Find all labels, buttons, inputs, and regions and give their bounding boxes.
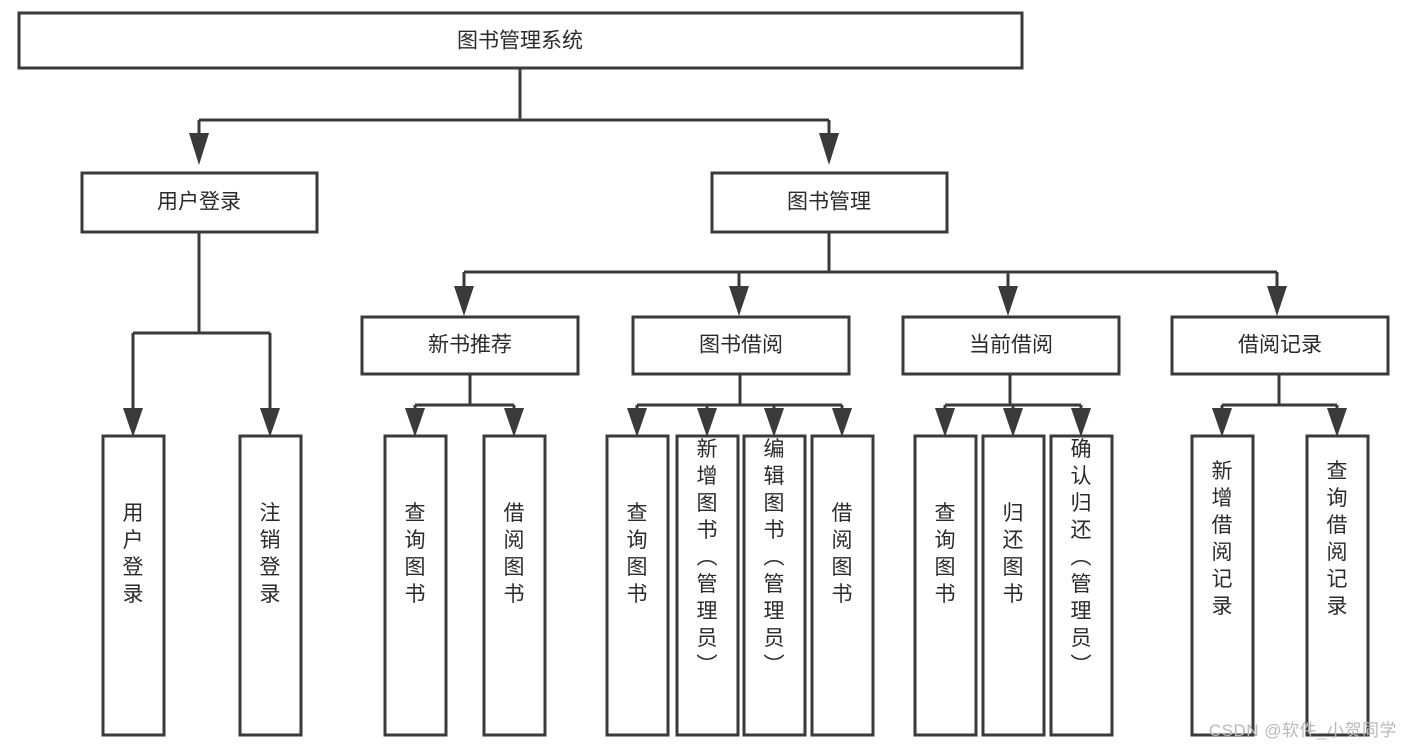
node-current-borrow-label: 当前借阅 <box>969 334 1053 357</box>
leaf-query-book-3-label: 查询图书 <box>935 502 956 606</box>
node-new-book-recommend[interactable]: 新书推荐 <box>360 315 580 376</box>
leaf-return-book[interactable]: 归还图书 <box>981 434 1046 737</box>
leaf-add-record[interactable]: 新增借阅记录 <box>1190 434 1255 737</box>
leaf-edit-book-label: 编辑图书︵管理员︶ <box>764 438 785 677</box>
leaf-user-logout-box[interactable] <box>238 434 303 737</box>
leaf-query-book-1[interactable]: 查询图书 <box>383 434 448 737</box>
leaf-query-book-1-box[interactable] <box>383 434 448 737</box>
arrowhead-book-borrow <box>729 286 749 316</box>
node-book-borrow-box[interactable] <box>631 315 851 376</box>
arrowhead-leaf-user-login <box>123 408 143 437</box>
leaf-borrow-book-2-box[interactable] <box>810 434 875 737</box>
node-current-borrow-box[interactable] <box>901 315 1121 376</box>
node-new-book-recommend-box[interactable] <box>360 315 580 376</box>
node-user-login-box[interactable] <box>80 171 319 234</box>
arrowhead-leaf-confirm-return <box>1071 408 1091 437</box>
leaf-query-book-2[interactable]: 查询图书 <box>605 434 670 737</box>
leaf-borrow-book-2-label: 借阅图书 <box>832 502 853 606</box>
arrowhead-leaf-edit-book <box>764 408 784 437</box>
arrowhead-book-manage <box>819 133 839 165</box>
leaf-borrow-book-2[interactable]: 借阅图书 <box>810 434 875 737</box>
node-current-borrow[interactable]: 当前借阅 <box>901 315 1121 376</box>
arrowhead-leaf-user-logout <box>260 408 280 437</box>
leaf-confirm-return-box[interactable] <box>1049 434 1114 737</box>
leaf-query-record-label: 查询借阅记录 <box>1327 460 1348 618</box>
arrowhead-leaf-borrow-book-1 <box>504 408 524 437</box>
node-borrow-record-label: 借阅记录 <box>1238 334 1322 357</box>
arrowhead-user-login <box>189 133 209 165</box>
node-root-box[interactable] <box>17 11 1024 70</box>
node-root-label: 图书管理系统 <box>457 30 583 53</box>
leaf-user-logout[interactable]: 注销登录 <box>238 434 303 737</box>
arrowhead-leaf-return-book <box>1003 408 1023 437</box>
arrowhead-leaf-query-book-1 <box>405 408 425 437</box>
leaf-add-book[interactable]: 新增图书︵管理员︶ <box>675 434 740 737</box>
leaf-return-book-label: 归还图书 <box>1003 502 1024 606</box>
arrowhead-new-book-recommend <box>454 286 474 316</box>
arrowhead-borrow-record <box>1267 286 1287 316</box>
leaf-add-book-label: 新增图书︵管理员︶ <box>697 438 718 677</box>
leaf-user-login-box[interactable] <box>101 434 166 737</box>
node-root[interactable]: 图书管理系统 <box>17 11 1024 70</box>
arrowheads-group <box>123 133 1347 437</box>
leaf-add-book-box[interactable] <box>675 434 740 737</box>
leaf-query-book-3[interactable]: 查询图书 <box>913 434 978 737</box>
leaf-borrow-book-1[interactable]: 借阅图书 <box>482 434 547 737</box>
leaf-edit-book[interactable]: 编辑图书︵管理员︶ <box>742 434 807 737</box>
leaf-query-book-2-label: 查询图书 <box>627 502 648 606</box>
arrowhead-leaf-query-book-2 <box>627 408 647 437</box>
leaf-query-book-3-box[interactable] <box>913 434 978 737</box>
node-book-manage-box[interactable] <box>710 171 949 234</box>
node-book-manage[interactable]: 图书管理 <box>710 171 949 234</box>
leaf-borrow-book-1-box[interactable] <box>482 434 547 737</box>
node-book-borrow-label: 图书借阅 <box>699 334 783 357</box>
leaf-return-book-box[interactable] <box>981 434 1046 737</box>
arrowhead-leaf-add-book <box>697 408 717 437</box>
leaf-user-login[interactable]: 用户登录 <box>101 434 166 737</box>
node-borrow-record-box[interactable] <box>1170 315 1390 376</box>
leaf-edit-book-box[interactable] <box>742 434 807 737</box>
node-book-manage-label: 图书管理 <box>787 191 871 214</box>
node-borrow-record[interactable]: 借阅记录 <box>1170 315 1390 376</box>
node-new-book-recommend-label: 新书推荐 <box>428 334 512 357</box>
arrowhead-leaf-borrow-book-2 <box>832 408 852 437</box>
leaf-query-book-2-box[interactable] <box>605 434 670 737</box>
leaf-confirm-return-label: 确认归还︵管理员︶ <box>1071 438 1092 677</box>
leaf-query-book-1-label: 查询图书 <box>405 502 426 606</box>
arrowhead-leaf-query-book-3 <box>935 408 955 437</box>
leaf-user-login-label: 用户登录 <box>123 502 144 606</box>
arrowhead-current-borrow <box>998 286 1018 316</box>
node-user-login[interactable]: 用户登录 <box>80 171 319 234</box>
leaf-confirm-return[interactable]: 确认归还︵管理员︶ <box>1049 434 1114 737</box>
leaf-query-record-box[interactable] <box>1305 434 1370 737</box>
leaf-borrow-book-1-label: 借阅图书 <box>504 502 525 606</box>
node-book-borrow[interactable]: 图书借阅 <box>631 315 851 376</box>
leaf-query-record[interactable]: 查询借阅记录 <box>1305 434 1370 737</box>
arrowhead-leaf-query-record <box>1327 408 1347 437</box>
leaf-user-logout-label: 注销登录 <box>260 502 281 606</box>
leaf-add-record-box[interactable] <box>1190 434 1255 737</box>
arrowhead-leaf-add-record <box>1212 408 1232 437</box>
leaf-add-record-label: 新增借阅记录 <box>1212 460 1233 618</box>
node-user-login-label: 用户登录 <box>157 191 241 214</box>
